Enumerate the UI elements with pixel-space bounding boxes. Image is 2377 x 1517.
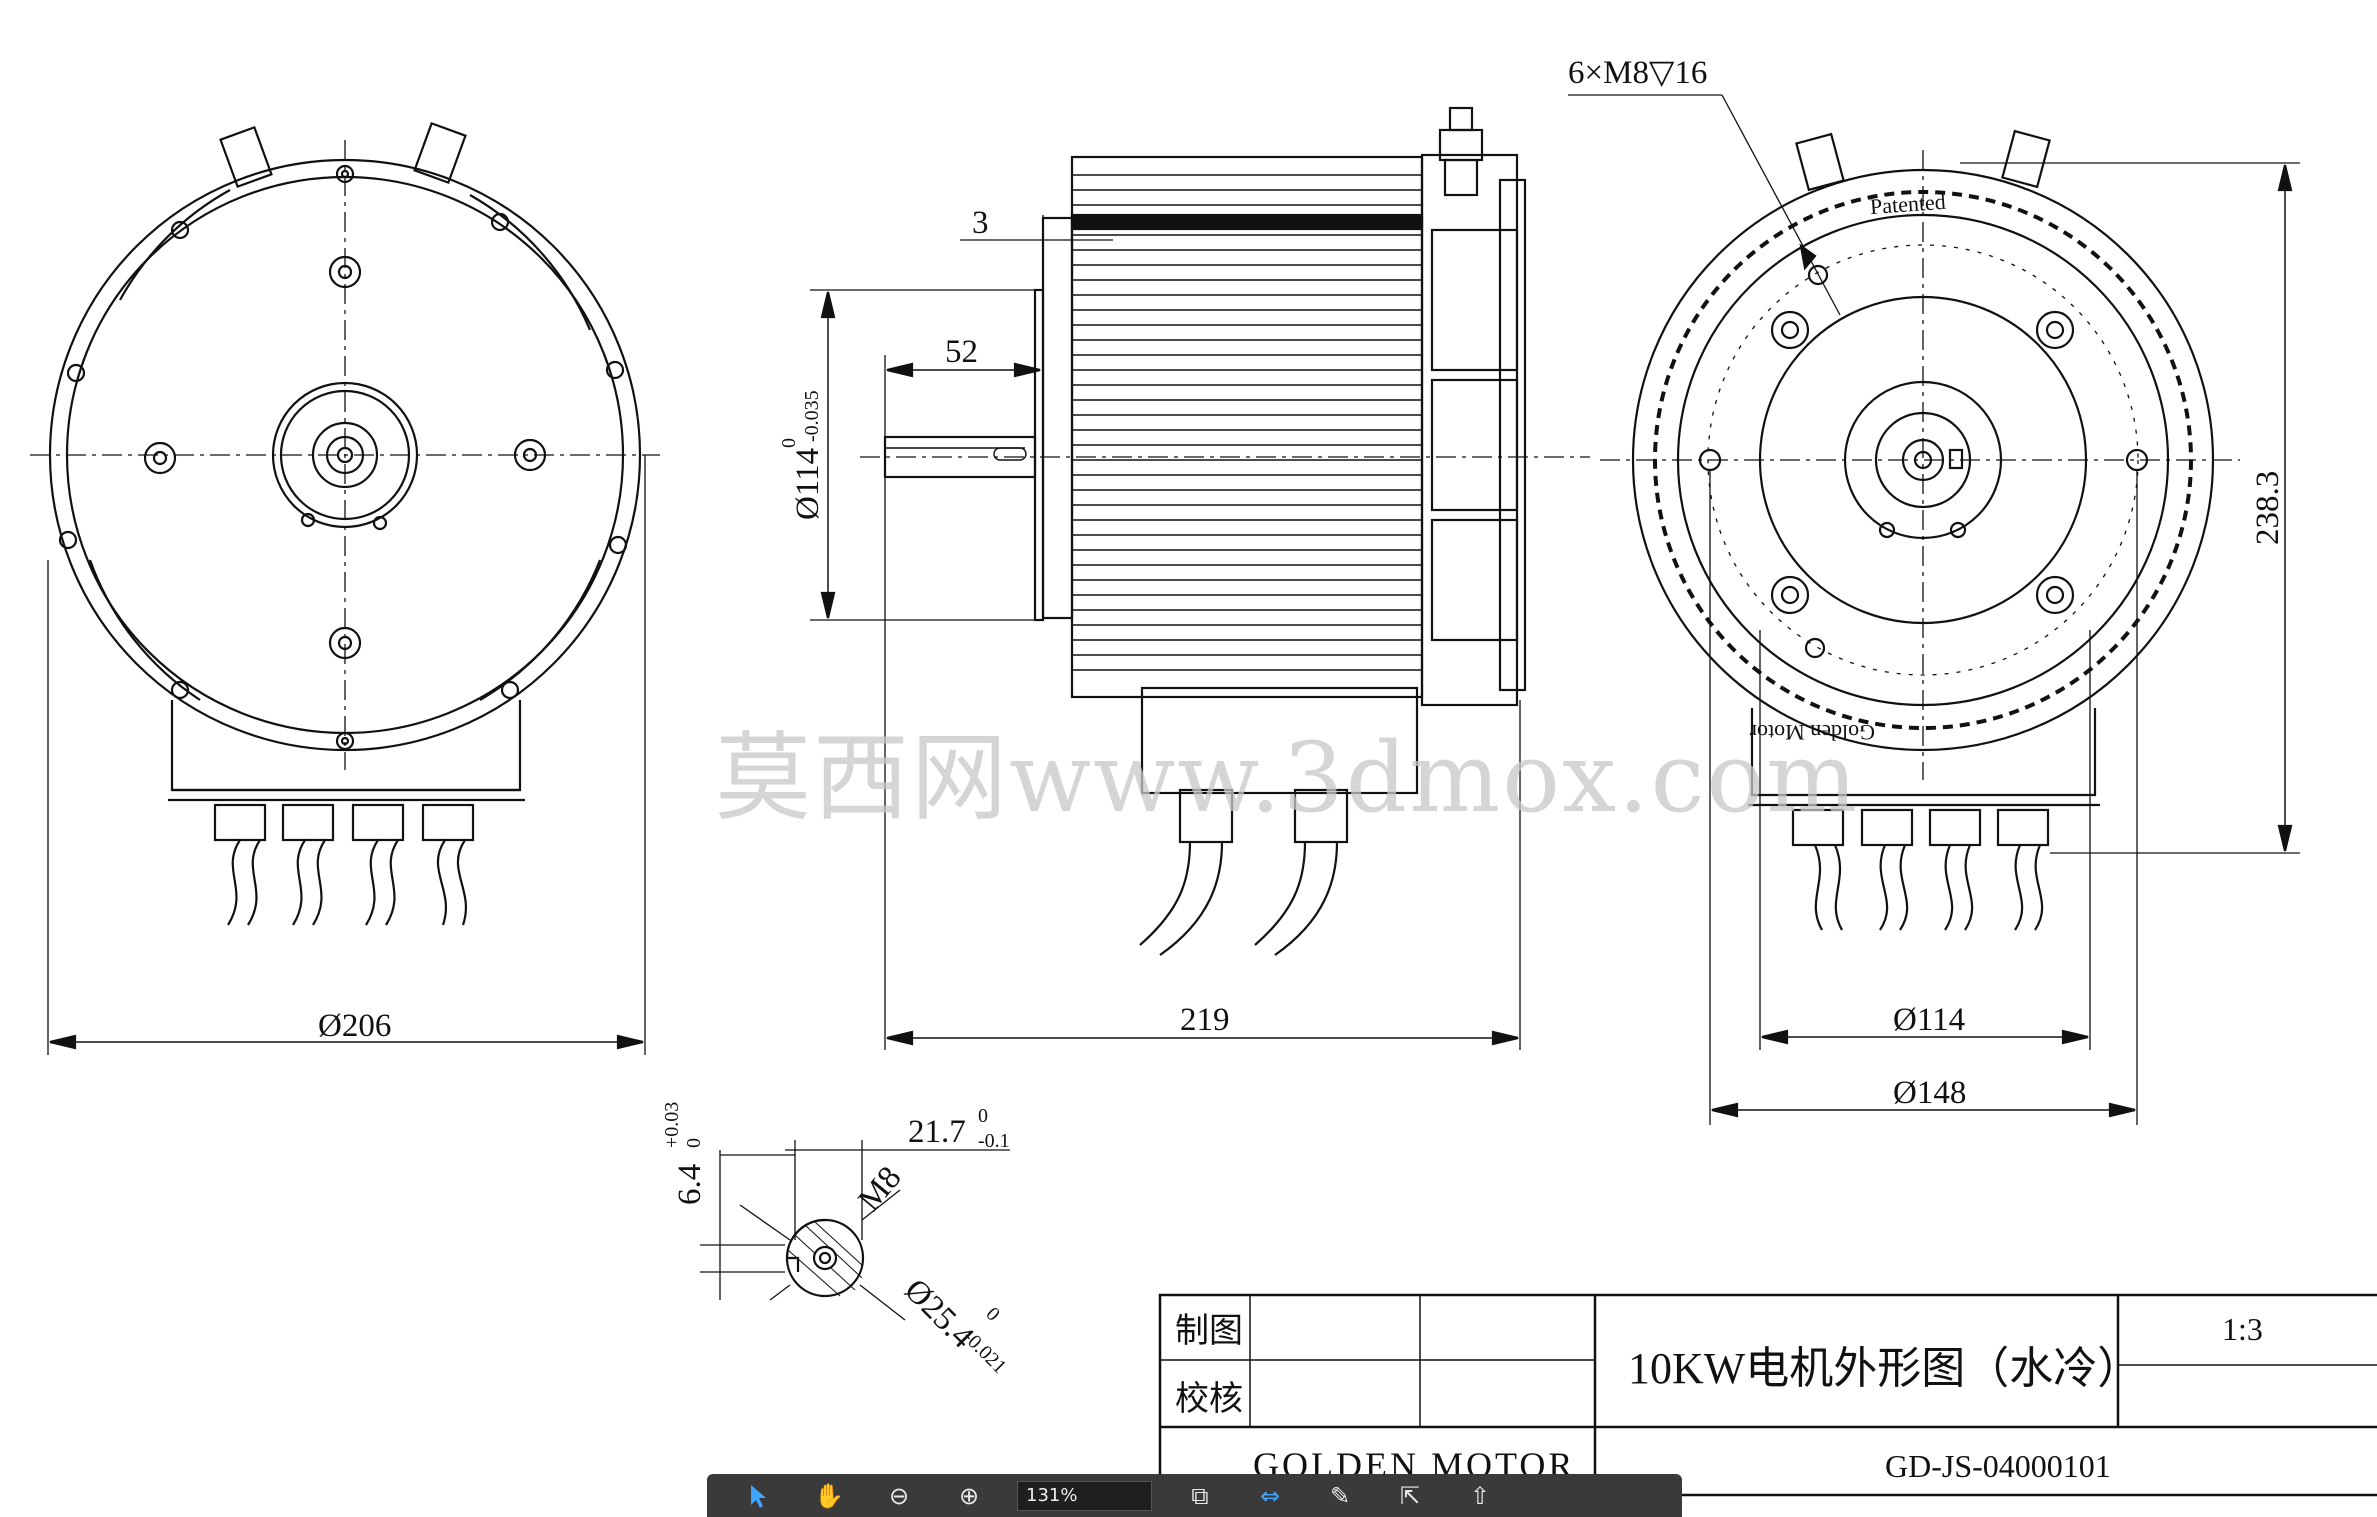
rear-view (1568, 94, 2300, 1125)
title-block-drawing-no: GD-JS-04000101 (1885, 1448, 2111, 1484)
dim-d148: Ø148 (1893, 1075, 1966, 1111)
dim-d114: Ø114 (1893, 1002, 1965, 1038)
fit-width-icon[interactable]: ⇔ (1259, 1481, 1281, 1510)
dim-d25-tol-lower: -0.021 (958, 1326, 1010, 1378)
shaft-section (700, 1140, 1010, 1321)
thread-note: 6×M8▽16 (1568, 55, 1707, 91)
dim-21-7: 21.7 (908, 1114, 966, 1150)
front-view (30, 121, 660, 1055)
dim-219: 219 (1180, 1002, 1230, 1038)
dim-shaft-tol-upper: 0 (778, 438, 800, 448)
title-block-drawn-label: 制图 (1175, 1311, 1243, 1351)
dim-3: 3 (972, 205, 989, 241)
shaft-diameter-dim: Ø114 0 -0.035 (778, 390, 826, 520)
shaft-d25-dim: Ø25.4 0 -0.021 (897, 1272, 1010, 1378)
zoom-level-input[interactable] (1017, 1480, 1152, 1511)
dim-21-7-tol-upper: 0 (978, 1105, 988, 1127)
upload-icon[interactable]: ⇧ (1469, 1481, 1491, 1510)
zoom-out-icon[interactable]: ⊖ (888, 1481, 910, 1510)
annotate-icon[interactable]: ✎ (1329, 1481, 1351, 1510)
key-depth-dim: 6.4 +0.03 0 (661, 1102, 708, 1205)
golden-motor-ring-text: Golden Motor (1749, 720, 1875, 745)
dim-d25-tol-upper: 0 (981, 1303, 1004, 1326)
dim-238-3: 238.3 (2250, 471, 2286, 545)
export-icon[interactable]: ⇱ (1399, 1481, 1421, 1510)
dim-key-tol-upper: +0.03 (661, 1102, 683, 1148)
dim-shaft-tol-lower: -0.035 (801, 390, 823, 442)
dim-21-7-tol-lower: -0.1 (978, 1130, 1010, 1152)
dim-d206: Ø206 (318, 1008, 391, 1044)
pointer-icon[interactable] (737, 1477, 781, 1515)
dim-key-6-4: 6.4 (672, 1164, 708, 1205)
dim-52: 52 (945, 334, 978, 370)
title-block-title: 10KW电机外形图（水冷） (1628, 1344, 2141, 1393)
title-block (1158, 1293, 2377, 1497)
patented-text: Patented (1869, 189, 1946, 219)
hand-icon[interactable]: ✋ (814, 1481, 844, 1510)
viewer-toolbar: ✋ ⊖ ⊕ ⧉ ⇔ ✎ ⇱ ⇧ (707, 1474, 1682, 1517)
key-width-dim: 21.7 0 -0.1 (908, 1105, 1010, 1152)
title-block-checked-label: 校核 (1175, 1379, 1243, 1419)
dim-m8: M8 (852, 1160, 909, 1218)
dim-key-tol-lower: 0 (683, 1138, 705, 1148)
zoom-in-icon[interactable]: ⊕ (958, 1481, 980, 1510)
dim-shaft-d114: Ø114 (790, 448, 826, 520)
side-view (810, 106, 1590, 1050)
title-block-scale: 1:3 (2222, 1311, 2263, 1347)
copy-icon[interactable]: ⧉ (1191, 1481, 1209, 1510)
